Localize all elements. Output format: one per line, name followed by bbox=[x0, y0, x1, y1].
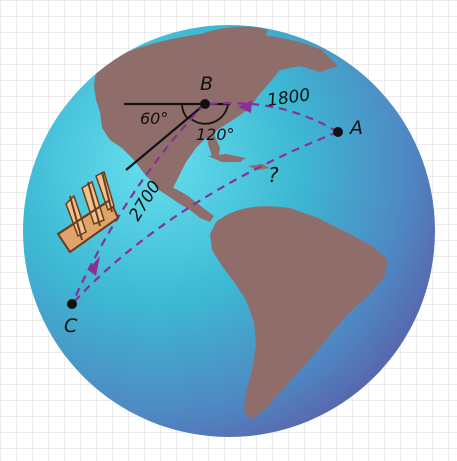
central-america-landmass bbox=[150, 176, 214, 222]
path-a-to-b bbox=[207, 102, 339, 133]
sailing-ship-icon bbox=[56, 170, 120, 254]
south-america-landmass bbox=[210, 206, 388, 420]
label-a: A bbox=[348, 117, 363, 139]
point-b bbox=[200, 99, 210, 109]
angle-arc-120 bbox=[189, 103, 229, 125]
arrowhead-a-to-b bbox=[238, 100, 252, 113]
label-c: C bbox=[64, 315, 78, 337]
north-america-landmass bbox=[94, 32, 338, 190]
florida-peninsula bbox=[206, 130, 220, 160]
arctic-island bbox=[196, 26, 268, 46]
point-c bbox=[67, 299, 77, 309]
angle-arc-60 bbox=[181, 103, 188, 119]
angle-60-label: 60° bbox=[140, 109, 168, 128]
label-b: B bbox=[200, 73, 213, 95]
angle-120-label: 120° bbox=[196, 125, 235, 144]
unknown-distance-ac-label: ? bbox=[268, 163, 279, 187]
caribbean-islands bbox=[208, 154, 246, 162]
point-a bbox=[333, 127, 343, 137]
arrowhead-b-to-c bbox=[88, 256, 100, 276]
path-a-to-c bbox=[71, 130, 339, 305]
direction-line-bc bbox=[125, 103, 206, 171]
